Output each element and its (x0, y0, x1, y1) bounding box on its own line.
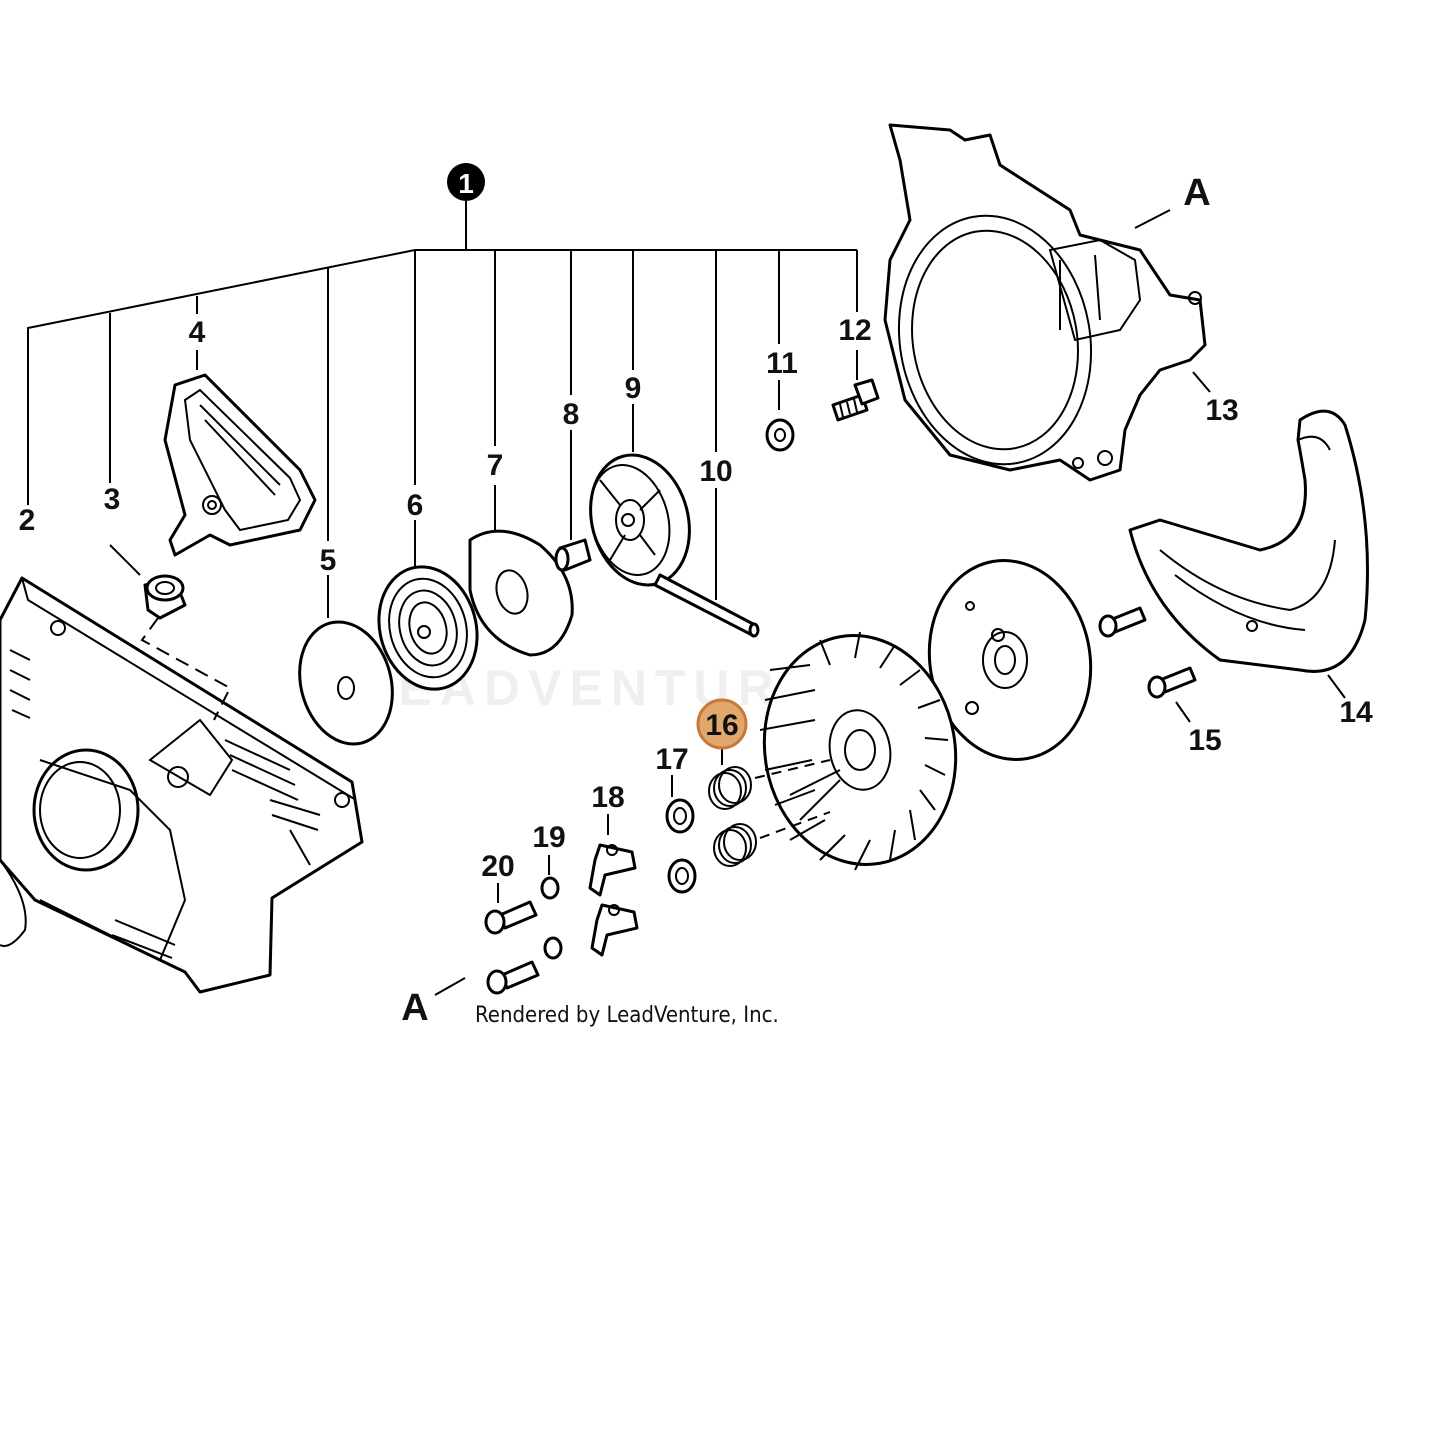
ref-a-bottom-leader (434, 977, 466, 996)
part-5-washer[interactable] (286, 575, 405, 755)
part-2-starter-housing[interactable] (0, 576, 364, 994)
part-10-starter-rope[interactable] (653, 488, 760, 638)
part-8-bushing[interactable] (554, 430, 592, 572)
part-18-pawls[interactable] (588, 814, 639, 957)
callout-16[interactable]: 16 (705, 709, 738, 742)
part-4-starter-handle[interactable] (163, 350, 317, 557)
part-17-bushings[interactable] (665, 775, 697, 894)
callout-12[interactable]: 12 (838, 314, 871, 347)
assembly-callout-number: 1 (458, 168, 474, 199)
callout-20[interactable]: 20 (481, 850, 514, 883)
callout-5[interactable]: 5 (320, 544, 337, 577)
callout-15[interactable]: 15 (1188, 724, 1221, 757)
callout-11[interactable]: 11 (766, 347, 798, 380)
part-6-recoil-spring[interactable] (366, 520, 491, 700)
part-16-springs[interactable] (708, 748, 831, 867)
callout-8[interactable]: 8 (563, 398, 580, 431)
assembly-callout-badge[interactable] (447, 163, 485, 201)
cooling-fan (759, 631, 958, 871)
part-7-plate[interactable] (468, 485, 574, 657)
credit-text: Rendered by LeadVenture, Inc. (475, 1003, 779, 1028)
part-3-grommet[interactable] (109, 544, 232, 721)
part-19-washers[interactable] (540, 855, 563, 960)
callout-18[interactable]: 18 (591, 781, 624, 814)
callout-7[interactable]: 7 (487, 449, 504, 482)
callout-17[interactable]: 17 (655, 743, 688, 776)
highlight-badge-16[interactable] (696, 698, 748, 750)
flywheel-disc (927, 559, 1093, 761)
part-11-washer[interactable] (765, 380, 795, 452)
ref-a-top: A (1183, 172, 1210, 214)
callout-6[interactable]: 6 (407, 489, 424, 522)
callout-10[interactable]: 10 (699, 455, 732, 488)
ref-a-bottom: A (401, 987, 428, 1029)
part-15-screws[interactable] (1098, 606, 1197, 723)
assembly-bracket: 1 (27, 163, 858, 541)
callout-9[interactable]: 9 (625, 372, 642, 405)
callout-4[interactable]: 4 (189, 316, 206, 349)
part-9-pulley[interactable] (577, 404, 704, 596)
ref-a-top-leader (1134, 209, 1171, 229)
callout-14[interactable]: 14 (1339, 696, 1373, 729)
part-20-screws[interactable] (484, 883, 540, 995)
callout-13[interactable]: 13 (1205, 394, 1238, 427)
callout-19[interactable]: 19 (532, 821, 565, 854)
part-13-fan-housing[interactable] (880, 123, 1211, 482)
callout-2[interactable]: 2 (19, 504, 36, 537)
callout-3[interactable]: 3 (104, 483, 121, 516)
part-12-screw[interactable] (831, 350, 880, 422)
part-14-flywheel-cover[interactable] (1128, 409, 1369, 699)
